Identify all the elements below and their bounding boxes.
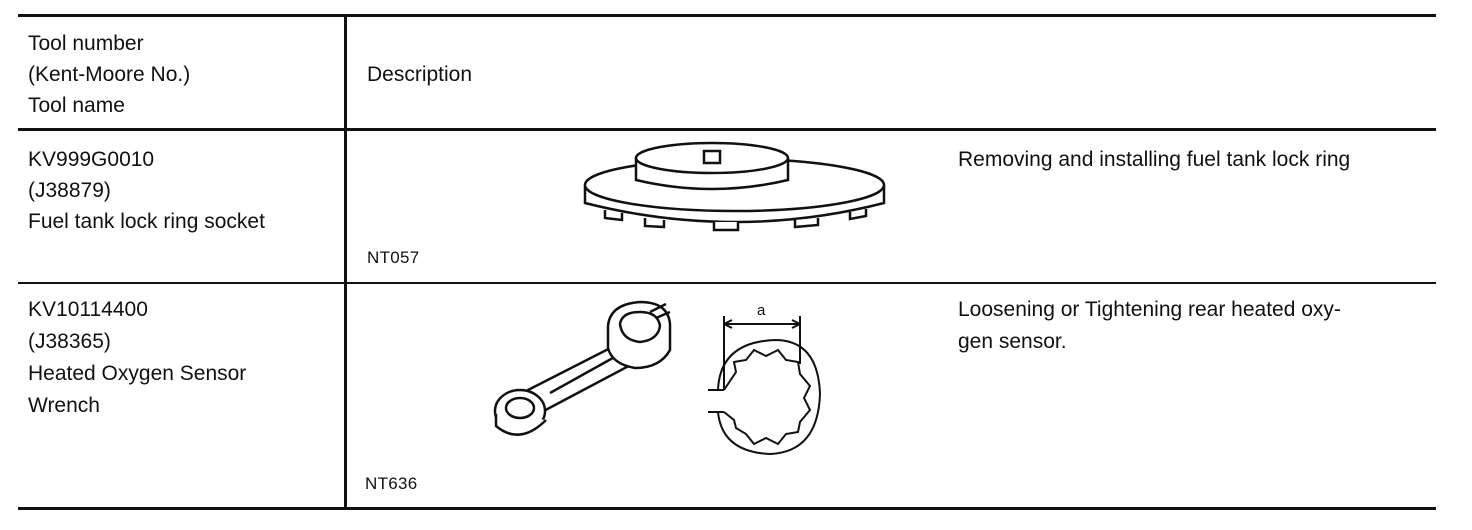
row1-figure-code: NT057 — [367, 248, 420, 267]
lock-ring-socket-illustration — [560, 140, 890, 240]
header-kent-moore: (Kent-Moore No.) — [28, 63, 191, 86]
row1-tool-name: Fuel tank lock ring socket — [28, 210, 265, 233]
row2-tool-name-line1: Heated Oxygen Sensor — [28, 362, 247, 385]
column-divider — [344, 16, 347, 510]
row2-description-line2: gen sensor. — [958, 330, 1067, 353]
row1-description: Removing and installing fuel tank lock r… — [958, 148, 1351, 171]
header-tool-number: Tool number — [28, 32, 144, 55]
header-tool-name: Tool name — [28, 94, 125, 117]
socket-profile-diagram — [700, 302, 830, 462]
row1-kent-moore: (J38879) — [28, 179, 111, 202]
header-description: Description — [367, 63, 473, 86]
row2-description-line1: Loosening or Tightening rear heated oxy- — [958, 298, 1341, 321]
row2-tool-name-line2: Wrench — [28, 394, 100, 417]
oxygen-sensor-wrench-illustration — [490, 298, 700, 448]
table-bottom-rule — [18, 507, 1436, 510]
dimension-label-a: a — [757, 302, 766, 319]
row2-figure-code: NT636 — [365, 474, 418, 493]
row2-kent-moore: (J38365) — [28, 330, 111, 353]
row-divider — [18, 282, 1436, 284]
row2-tool-number: KV10114400 — [28, 298, 148, 321]
table-top-rule — [18, 14, 1436, 17]
row1-tool-number: KV999G0010 — [28, 148, 155, 171]
header-bottom-rule — [18, 128, 1436, 131]
